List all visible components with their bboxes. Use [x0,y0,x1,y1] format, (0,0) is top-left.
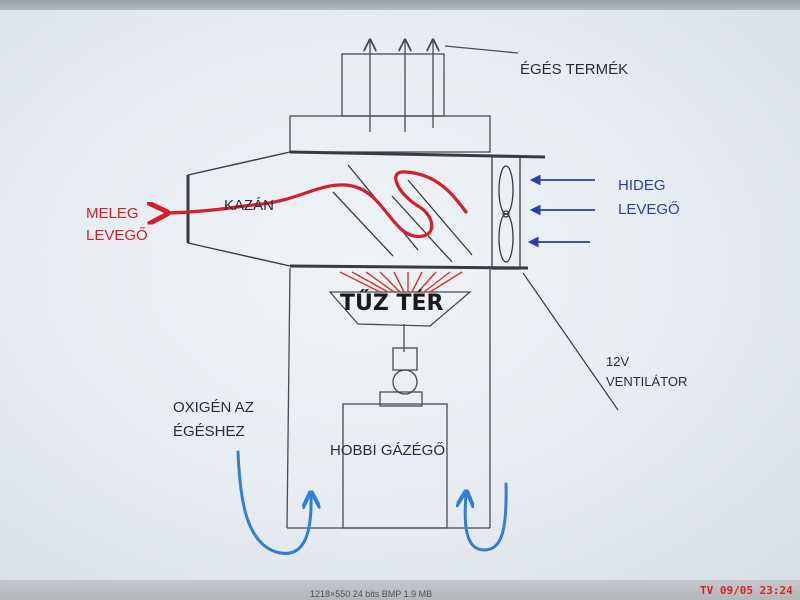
warm-air-path [165,170,468,238]
oxygen-arrow-right [465,482,508,552]
fan-leader-line [522,272,619,411]
boiler-nozzle-top [187,151,291,176]
burner-regulator [392,369,418,395]
flame-line [429,271,463,293]
burner-connector [379,391,423,407]
label-oxygen-2: ÉGÉSHEZ [173,423,245,440]
fan-blade-bottom [498,213,514,263]
gas-bottle [342,403,448,529]
label-boiler: KAZÁN [224,197,274,214]
heat-fin-4 [391,195,453,263]
flame-line [339,271,381,293]
flame-line [417,271,437,293]
label-warm-air-1: MELEG [86,205,139,222]
boiler-bottom-wall [289,264,529,270]
flame-line [365,271,395,293]
label-fire-chamber: TŰZ TÉR [340,290,444,316]
statusbar-info: 1218×550 24 bits BMP 1.9 MB [310,589,432,599]
oxygen-arrow-left [236,450,311,555]
label-cold-air-2: LEVEGŐ [618,201,680,218]
fan-hub [502,210,510,218]
label-oxygen-1: OXIGÉN AZ [173,399,254,416]
label-warm-air-2: LEVEGŐ [86,227,148,244]
flame-line [351,271,389,293]
heat-fin-2 [332,191,394,257]
image-viewer-statusbar [0,580,800,600]
combustion-housing [286,267,491,529]
label-cold-air-1: HIDEG [618,177,666,194]
housing-left-wall [286,267,291,529]
flame-line [393,271,405,293]
label-fan: VENTILÁTOR [606,374,687,389]
flames [339,271,463,293]
exhaust-collector [289,115,491,153]
diagram-canvas [0,10,800,582]
exhaust-chimney [341,40,519,132]
burner-valve [392,347,418,371]
fan-blade-top [498,165,514,215]
boiler-nozzle-bottom [187,242,291,267]
monitor-top-toolbar [0,0,800,12]
boiler-top-wall [289,150,546,159]
fire-tray [328,291,472,327]
camera-timestamp: TV 09/05 23:24 [700,584,793,597]
label-combustion-product: ÉGÉS TERMÉK [520,61,628,78]
label-burner: HOBBI GÁZÉGŐ [330,442,445,459]
label-fan-voltage: 12V [606,354,629,369]
heat-fin-3 [407,179,473,256]
fan-unit [491,156,521,270]
oxygen-flow [236,450,508,555]
flame-line [423,271,451,293]
cold-air-arrows [527,174,595,248]
flame-line [411,271,423,293]
flame-line [379,271,401,293]
boiler-body [186,150,546,270]
chimney-box [341,53,445,117]
fan-housing [491,156,521,270]
exhaust-leader-line [444,45,519,54]
